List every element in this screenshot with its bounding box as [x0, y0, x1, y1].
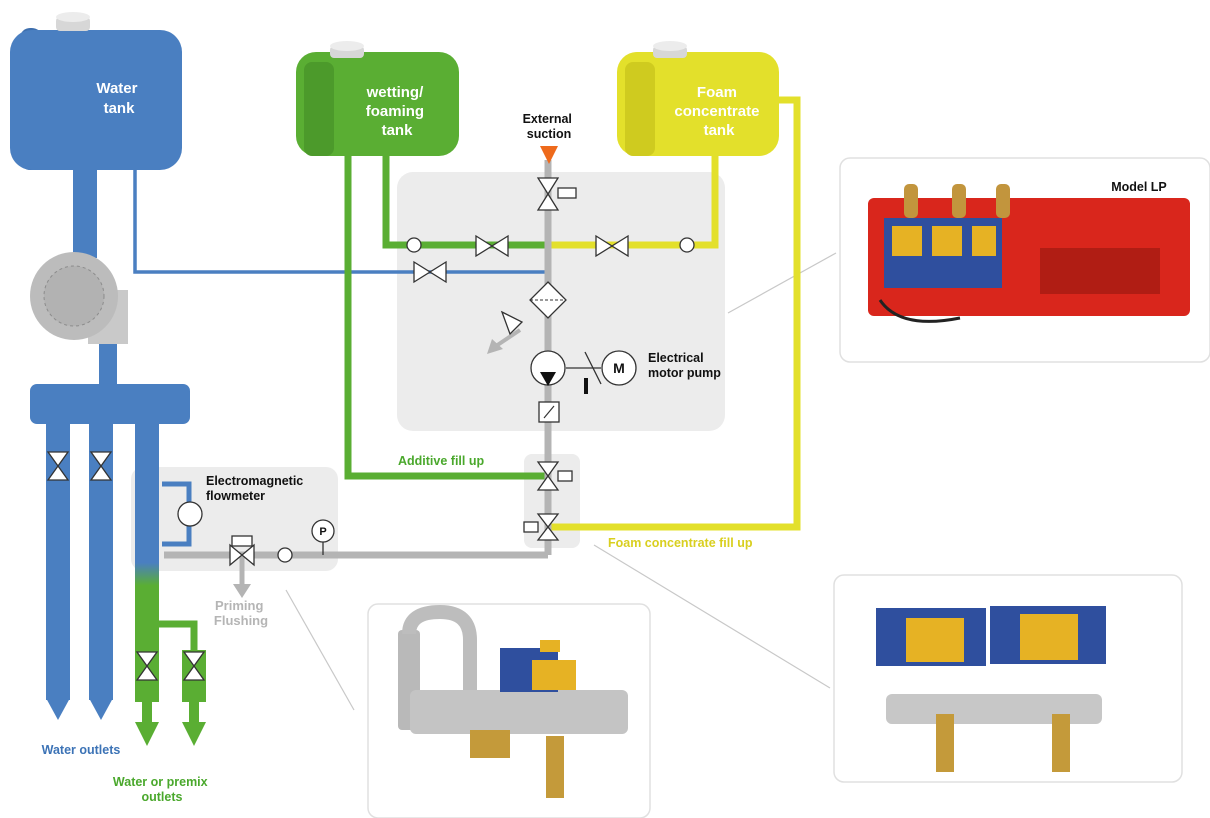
svg-text:Electrical motor pump: Electrical motor pump [648, 351, 721, 380]
water-tank [10, 12, 182, 170]
wetting-tank-label: wetting/ [366, 84, 424, 101]
flowmeter-photo-card [367, 603, 651, 818]
motor-letter: M [613, 360, 625, 376]
svg-text:Electromagnetic flowmeter: Electromagnetic flowmeter [206, 474, 307, 503]
model-lp-photo-card [839, 157, 1210, 363]
water-tank-label: Water [96, 80, 137, 97]
water-or-premix-outlets-label: Water or premix [113, 775, 208, 789]
svg-text:Water or premix outlets: Water or premix outlets [113, 775, 211, 804]
svg-text:wetting/ foaming tank: wetting/ foaming tank [366, 84, 429, 139]
wetting-foaming-tank [296, 41, 459, 156]
water-manifold [30, 384, 190, 424]
priming-flushing-label: Priming [215, 598, 263, 613]
water-outlets-label: Water outlets [42, 743, 121, 757]
pressure-gauge-letter: P [319, 526, 326, 538]
electromagnetic-flowmeter-label: Electromagnetic [206, 474, 303, 488]
fill-valves-photo-card [833, 574, 1183, 783]
svg-text:Foam concentrate tank: Foam concentrate tank [674, 84, 763, 139]
svg-text:External suction: External suction [523, 112, 576, 141]
foam-concentrate-tank [617, 41, 779, 156]
motor-symbol [601, 350, 637, 386]
additive-fill-up-label: Additive fill up [398, 454, 484, 468]
blower-unit [30, 252, 128, 344]
external-suction-marker [540, 146, 558, 164]
foam-concentrate-fill-up-label: Foam concentrate fill up [608, 536, 753, 550]
foam-tank-label: Foam [697, 84, 737, 101]
model-lp-label: Model LP [1111, 180, 1167, 194]
svg-text:Water tank: Water tank [96, 80, 141, 117]
svg-text:Priming Flushing: Priming Flushing [214, 598, 268, 628]
electrical-motor-pump-label: Electrical [648, 351, 704, 365]
external-suction-label: External [523, 112, 572, 126]
